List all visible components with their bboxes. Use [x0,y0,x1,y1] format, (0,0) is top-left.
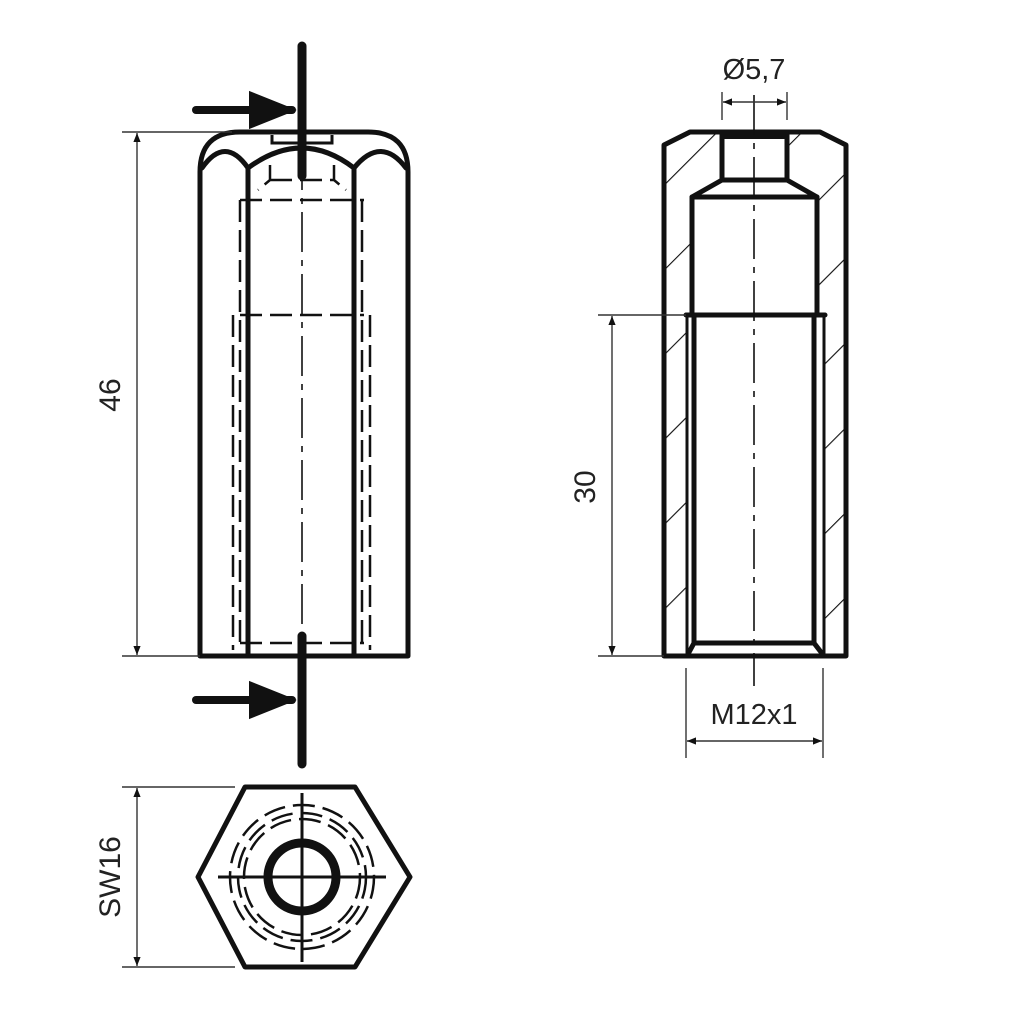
dim-m12-label: M12x1 [710,699,797,731]
hex-view: SW16 [94,784,413,970]
section-outline [661,129,849,659]
flat-arc-left [199,149,251,171]
dim-30-label: 30 [569,470,602,503]
front-view: 46 [94,41,411,769]
section-view: Ø5,7 30 M12x1 [569,54,849,758]
dim-sw16-label: SW16 [94,836,127,918]
outer-body-outline [197,129,411,659]
dim-d57-label: Ø5,7 [723,54,786,86]
dim-46-label: 46 [94,378,127,411]
flat-arc-right [351,149,409,171]
hex-outline [195,784,413,970]
